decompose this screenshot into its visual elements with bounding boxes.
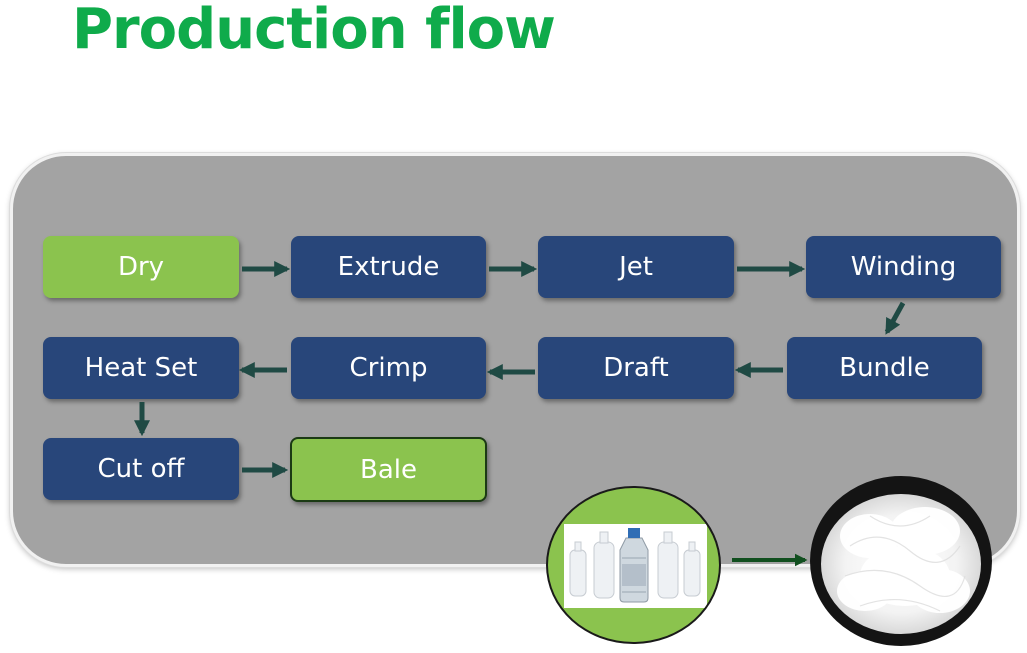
polyester-fiber-image (810, 476, 992, 646)
step-draft: Draft (538, 337, 734, 399)
step-bale: Bale (290, 437, 487, 502)
step-heat-set: Heat Set (43, 337, 239, 399)
step-winding: Winding (806, 236, 1001, 298)
plastic-bottles-image (546, 486, 721, 644)
step-jet: Jet (538, 236, 734, 298)
bottles-picture (564, 524, 707, 608)
bottles-icon (569, 528, 701, 603)
step-crimp: Crimp (291, 337, 486, 399)
step-cut-off: Cut off (43, 438, 239, 500)
arrow-winding-bundle (884, 301, 906, 335)
fiber-icon (821, 494, 981, 634)
step-dry: Dry (43, 236, 239, 298)
step-extrude: Extrude (291, 236, 486, 298)
page-title: Production flow (72, 0, 556, 62)
step-bundle: Bundle (787, 337, 982, 399)
